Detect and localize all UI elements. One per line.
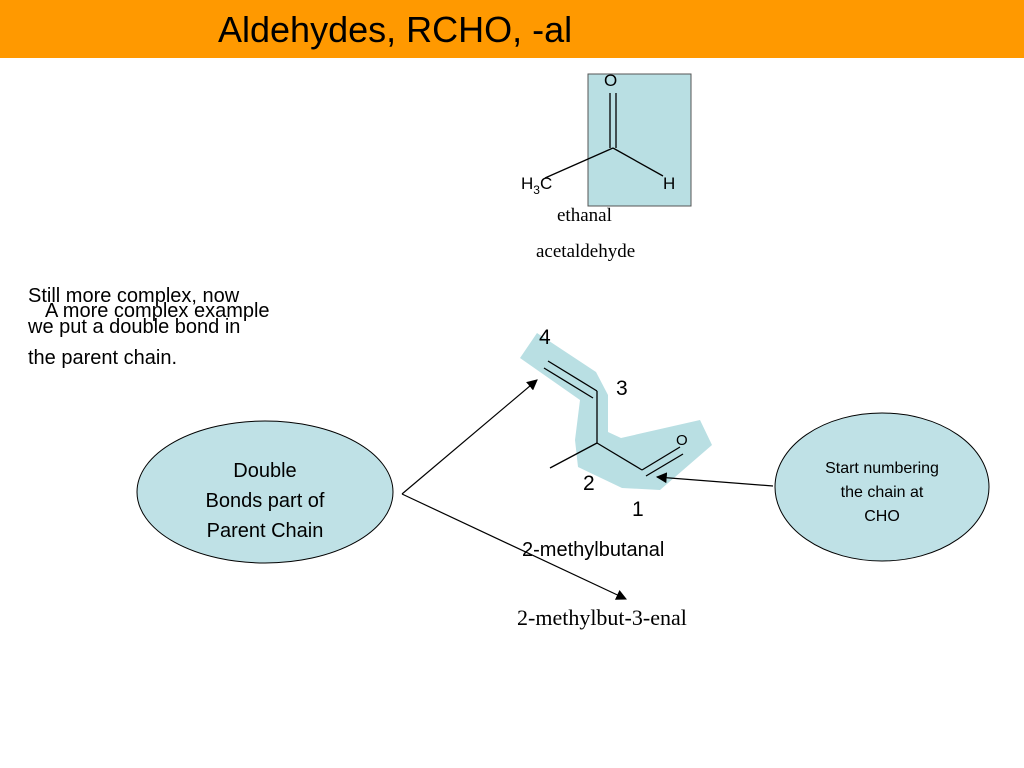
ethanal-hydrogen-label: H [663, 174, 676, 193]
double-bonds-ellipse [136, 420, 394, 564]
ethanal-name: ethanal [557, 205, 612, 226]
carbon-number-1: 1 [632, 498, 644, 521]
ethanal-oxygen-label: O [604, 71, 618, 90]
ethanal-bonds [544, 93, 664, 179]
start-numbering-line3: CHO [864, 508, 900, 525]
name-2-methylbut-3-enal: 2-methylbut-3-enal [517, 605, 687, 630]
methyl-c: C [539, 174, 553, 193]
carbon-number-2: 2 [583, 472, 595, 495]
acetaldehyde-name: acetaldehyde [536, 241, 636, 262]
start-numbering-ellipse [774, 412, 990, 562]
ethanal-methyl-label: H3C [521, 174, 553, 197]
methyl-h: H [521, 174, 534, 193]
note-still-complex: Still more complex, now we put a double … [28, 281, 240, 374]
note-still-complex-line2: we put a double bond in [28, 316, 241, 338]
methyl-subscript: 3 [533, 183, 540, 197]
ethanal-highlight-box [587, 73, 692, 207]
start-numbering-line1: Start numbering [825, 460, 939, 477]
title-bar [0, 0, 1024, 58]
parent-chain-highlight [520, 333, 712, 490]
note-still-complex-line1: Still more complex, now [28, 285, 240, 307]
name-2-methylbutanal: 2-methylbutanal [522, 539, 665, 561]
double-bonds-line2: Bonds part of [205, 490, 325, 512]
double-bonds-label: Double Bonds part of Parent Chain [150, 456, 380, 546]
double-bonds-line3: Parent Chain [206, 520, 324, 542]
double-bonds-line1: Double [233, 460, 297, 482]
molecule2-oxygen-label: O [676, 432, 688, 449]
molecule2-bonds [543, 360, 684, 477]
carbon-number-4: 4 [539, 326, 551, 349]
start-numbering-label: Start numbering the chain at CHO [782, 457, 982, 529]
carbon-number-3: 3 [616, 377, 628, 400]
slide-title: Aldehydes, RCHO, -al [218, 9, 573, 50]
note-more-complex: A more complex example [45, 300, 270, 322]
callout-arrows [401, 379, 774, 600]
note-still-complex-line3: the parent chain. [28, 347, 177, 369]
start-numbering-line2: the chain at [840, 484, 924, 501]
